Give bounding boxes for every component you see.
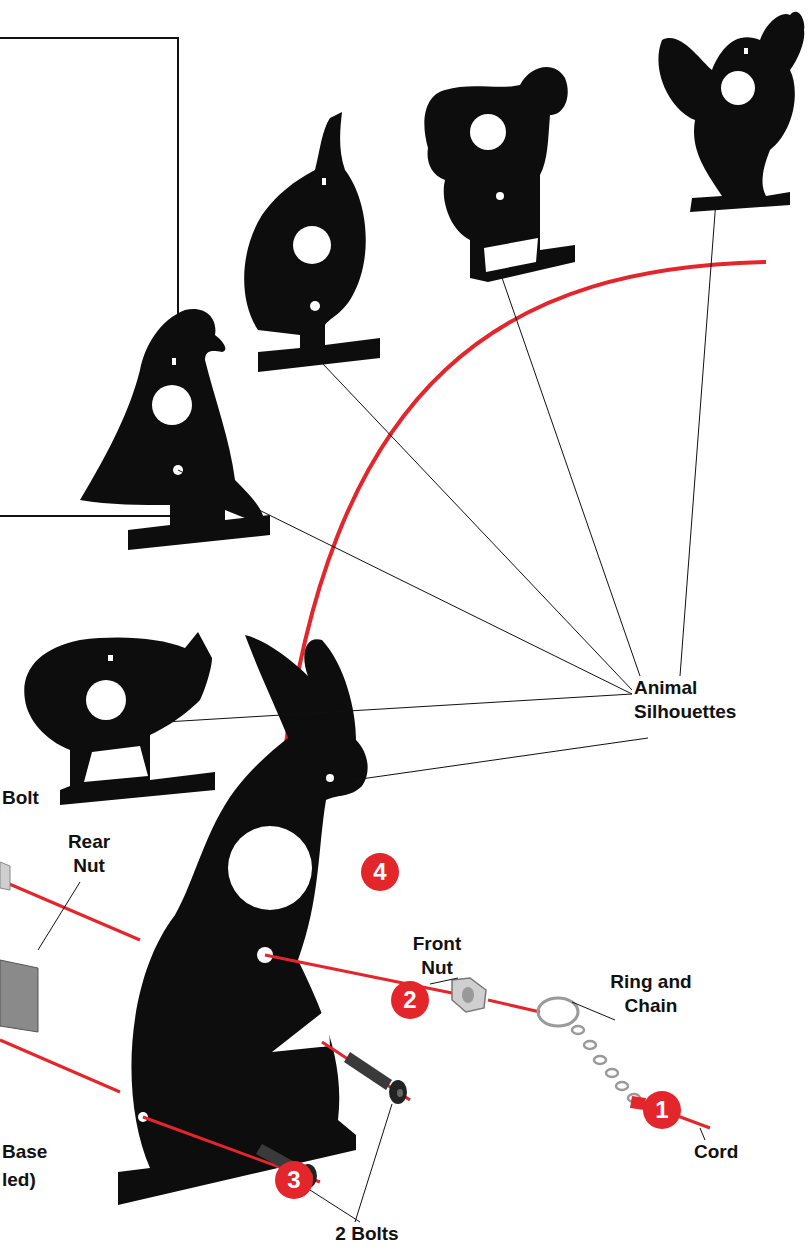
part-label: Front Nut (400, 932, 474, 980)
part-label: Ring and Chain (596, 970, 706, 1018)
pigeon-silhouette (80, 309, 270, 550)
ring-axis (488, 1000, 540, 1012)
rabbit-silhouette (118, 635, 368, 1205)
part-label: Animal Silhouettes (634, 676, 764, 724)
rear-nut-axis (0, 880, 140, 940)
callout-number: 3 (275, 1161, 313, 1199)
part-label: led) (2, 1168, 62, 1192)
part-label: Cord (694, 1140, 754, 1164)
leader-lines (38, 200, 716, 1222)
bolt (344, 1052, 407, 1104)
front-nut (452, 978, 486, 1012)
part-label: Base (2, 1140, 62, 1164)
callout-number: 2 (391, 981, 429, 1019)
part-label: Rear Nut (56, 830, 122, 878)
rear-nut (0, 862, 10, 890)
rooster-silhouette (658, 12, 804, 212)
grouse-silhouette (244, 112, 380, 372)
base-axis (0, 1040, 120, 1092)
part-label: Bolt (2, 786, 62, 810)
pig-silhouette (24, 632, 215, 805)
callout-number: 1 (643, 1091, 681, 1129)
base-plate (0, 960, 38, 1032)
callout-number: 4 (361, 853, 399, 891)
part-label: 2 Bolts (322, 1222, 412, 1246)
ram-silhouette (424, 67, 575, 282)
